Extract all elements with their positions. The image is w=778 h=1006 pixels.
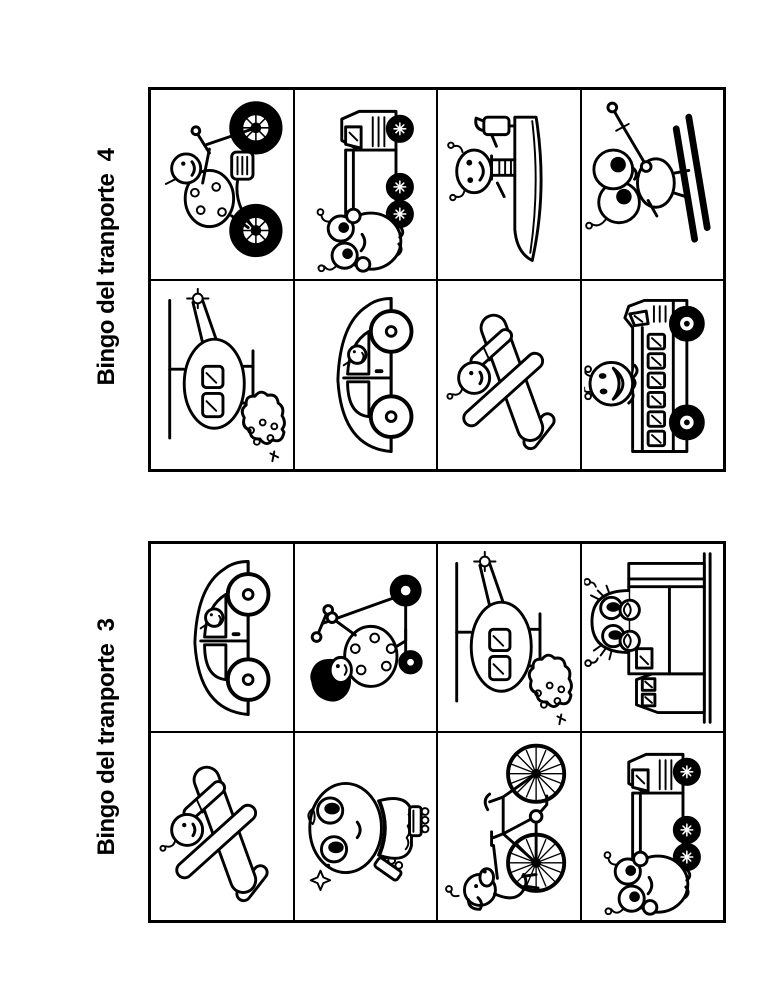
bingo-cell-truck-frog <box>580 732 724 921</box>
bicycle-illustration <box>441 735 577 919</box>
car-illustration <box>154 546 290 730</box>
truck-frog-illustration <box>297 92 433 276</box>
bingo-cell-roller-skates <box>293 732 437 921</box>
bingo-cell-helicopter <box>437 543 581 732</box>
school-bus-illustration <box>584 283 720 467</box>
roller-skates-illustration <box>297 735 433 919</box>
bingo-cell-scooter <box>293 543 437 732</box>
bingo-cell-bicycle <box>437 732 581 921</box>
airplane-illustration <box>154 735 290 919</box>
helicopter-illustration <box>441 546 577 730</box>
bingo-cell-motorcycle <box>150 89 294 280</box>
bingo-grid-3 <box>148 541 726 923</box>
airplane-illustration <box>441 283 577 467</box>
truck-frog-illustration <box>584 735 720 919</box>
truck-peek-illustration <box>584 546 720 730</box>
bingo-cell-airplane <box>437 279 581 470</box>
bingo-cell-helicopter <box>150 279 294 470</box>
skier-illustration <box>584 92 720 276</box>
motorcycle-illustration <box>154 92 290 276</box>
car-illustration <box>297 283 433 467</box>
scooter-illustration <box>297 546 433 730</box>
card-title-bingo-3: Bingo del tranporte 3 <box>93 618 120 856</box>
bingo-cell-school-bus <box>580 279 724 470</box>
boat-illustration <box>441 92 577 276</box>
bingo-cell-car <box>293 279 437 470</box>
bingo-grid-4 <box>148 87 726 472</box>
bingo-cell-truck-peek <box>580 543 724 732</box>
card-title-bingo-4: Bingo del tranporte 4 <box>93 148 120 386</box>
bingo-cell-truck-frog <box>293 89 437 280</box>
helicopter-illustration <box>154 283 290 467</box>
bingo-cell-boat <box>437 89 581 280</box>
bingo-cell-car <box>150 543 294 732</box>
bingo-cell-skier <box>580 89 724 280</box>
bingo-cell-airplane <box>150 732 294 921</box>
